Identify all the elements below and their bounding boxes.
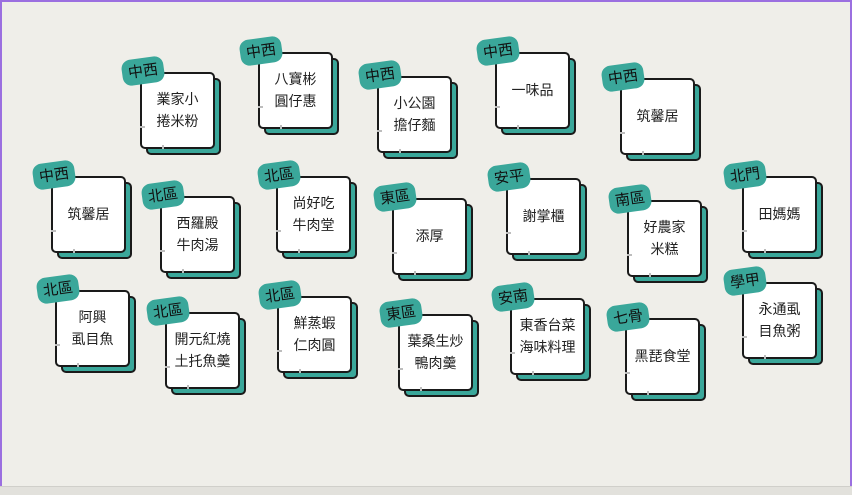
card-tick bbox=[392, 252, 397, 254]
restaurant-card[interactable]: 東香台菜 海味料理 安南 bbox=[490, 281, 591, 381]
card-tick bbox=[642, 151, 644, 155]
card-tick bbox=[420, 387, 422, 391]
restaurant-name: 開元紅燒 土托魚羹 bbox=[174, 331, 231, 370]
card-tick bbox=[77, 363, 79, 367]
card-face: 業家小 捲米粉 bbox=[140, 72, 215, 149]
card-tick bbox=[764, 355, 766, 359]
restaurant-card[interactable]: 永通虱 目魚粥 學甲 bbox=[722, 265, 823, 365]
card-tick bbox=[620, 132, 625, 134]
card-tick bbox=[165, 366, 170, 368]
card-tick bbox=[625, 372, 630, 374]
card-tick bbox=[298, 249, 300, 253]
card-tick bbox=[495, 106, 500, 108]
card-face: 謝掌櫃 bbox=[506, 178, 581, 255]
restaurant-card[interactable]: 葉桑生炒 鴨肉羹 東區 bbox=[378, 297, 479, 397]
restaurant-name: 東香台菜 海味料理 bbox=[519, 317, 576, 356]
card-face: 田媽媽 bbox=[742, 176, 817, 253]
card-tick bbox=[399, 149, 401, 153]
restaurant-card[interactable]: 謝掌櫃 安平 bbox=[486, 161, 587, 261]
card-face: 永通虱 目魚粥 bbox=[742, 282, 817, 359]
card-face: 八寶彬 圓仔惠 bbox=[258, 52, 333, 129]
restaurant-card[interactable]: 小公園 擔仔麵 中西 bbox=[357, 59, 458, 159]
card-tick bbox=[510, 352, 515, 354]
card-tick bbox=[258, 106, 263, 108]
card-face: 葉桑生炒 鴨肉羹 bbox=[398, 314, 473, 391]
restaurant-card[interactable]: 西羅殿 牛肉湯 北區 bbox=[140, 179, 241, 279]
card-tick bbox=[276, 230, 281, 232]
restaurant-card[interactable]: 一味品 中西 bbox=[475, 35, 576, 135]
restaurant-name: 添厚 bbox=[415, 228, 444, 245]
restaurant-name: 小公園 擔仔麵 bbox=[393, 95, 436, 134]
restaurant-name: 謝掌櫃 bbox=[522, 208, 565, 225]
restaurant-name: 筑馨居 bbox=[636, 108, 679, 125]
card-face: 西羅殿 牛肉湯 bbox=[160, 196, 235, 273]
card-face: 一味品 bbox=[495, 52, 570, 129]
restaurant-name: 黑琵食堂 bbox=[634, 348, 691, 365]
restaurant-name: 業家小 捲米粉 bbox=[156, 91, 199, 130]
card-tick bbox=[182, 269, 184, 273]
restaurant-card[interactable]: 業家小 捲米粉 中西 bbox=[120, 55, 221, 155]
restaurant-name: 永通虱 目魚粥 bbox=[758, 301, 801, 340]
card-face: 東香台菜 海味料理 bbox=[510, 298, 585, 375]
restaurant-card[interactable]: 田媽媽 北門 bbox=[722, 159, 823, 259]
card-tick bbox=[517, 125, 519, 129]
card-tick bbox=[742, 230, 747, 232]
card-tick bbox=[414, 271, 416, 275]
restaurant-card[interactable]: 阿興 虱目魚 北區 bbox=[35, 273, 136, 373]
card-tick bbox=[742, 336, 747, 338]
card-tick bbox=[647, 391, 649, 395]
card-face: 鮮蒸蝦 仁肉圓 bbox=[277, 296, 352, 373]
card-tick bbox=[280, 125, 282, 129]
restaurant-name: 八寶彬 圓仔惠 bbox=[274, 71, 317, 110]
card-tick bbox=[299, 369, 301, 373]
restaurant-name: 好農家 米糕 bbox=[643, 219, 686, 258]
card-tick bbox=[377, 130, 382, 132]
restaurant-card[interactable]: 添厚 東區 bbox=[372, 181, 473, 281]
restaurant-card[interactable]: 開元紅燒 土托魚羹 北區 bbox=[145, 295, 246, 395]
restaurant-name: 葉桑生炒 鴨肉羹 bbox=[407, 333, 464, 372]
card-face: 添厚 bbox=[392, 198, 467, 275]
card-tick bbox=[627, 254, 632, 256]
restaurant-card[interactable]: 黑琵食堂 七骨 bbox=[605, 301, 706, 401]
restaurant-name: 一味品 bbox=[511, 82, 554, 99]
card-face: 黑琵食堂 bbox=[625, 318, 700, 395]
restaurant-name: 鮮蒸蝦 仁肉圓 bbox=[293, 315, 336, 354]
card-tick bbox=[764, 249, 766, 253]
restaurant-card[interactable]: 筑馨居 中西 bbox=[600, 61, 701, 161]
restaurant-name: 尚好吃 牛肉堂 bbox=[292, 195, 335, 234]
card-face: 尚好吃 牛肉堂 bbox=[276, 176, 351, 253]
restaurant-card[interactable]: 筑馨居 中西 bbox=[31, 159, 132, 259]
card-face: 好農家 米糕 bbox=[627, 200, 702, 277]
card-tick bbox=[140, 126, 145, 128]
restaurant-card[interactable]: 鮮蒸蝦 仁肉圓 北區 bbox=[257, 279, 358, 379]
card-face: 筑馨居 bbox=[51, 176, 126, 253]
restaurant-card[interactable]: 尚好吃 牛肉堂 北區 bbox=[256, 159, 357, 259]
card-tick bbox=[532, 371, 534, 375]
card-tick bbox=[162, 145, 164, 149]
bottom-bar bbox=[0, 486, 852, 495]
card-tick bbox=[55, 344, 60, 346]
card-tick bbox=[398, 368, 403, 370]
card-tick bbox=[506, 232, 511, 234]
card-tick bbox=[277, 350, 282, 352]
card-tick bbox=[528, 251, 530, 255]
restaurant-name: 西羅殿 牛肉湯 bbox=[176, 215, 219, 254]
card-face: 阿興 虱目魚 bbox=[55, 290, 130, 367]
restaurant-card[interactable]: 好農家 米糕 南區 bbox=[607, 183, 708, 283]
restaurant-name: 田媽媽 bbox=[758, 206, 801, 223]
restaurant-card[interactable]: 八寶彬 圓仔惠 中西 bbox=[238, 35, 339, 135]
card-tick bbox=[187, 385, 189, 389]
card-tick bbox=[51, 230, 56, 232]
card-tick bbox=[160, 250, 165, 252]
restaurant-name: 筑馨居 bbox=[67, 206, 110, 223]
card-tick bbox=[73, 249, 75, 253]
restaurant-name: 阿興 虱目魚 bbox=[71, 309, 114, 348]
card-face: 筑馨居 bbox=[620, 78, 695, 155]
card-face: 開元紅燒 土托魚羹 bbox=[165, 312, 240, 389]
card-face: 小公園 擔仔麵 bbox=[377, 76, 452, 153]
card-tick bbox=[649, 273, 651, 277]
